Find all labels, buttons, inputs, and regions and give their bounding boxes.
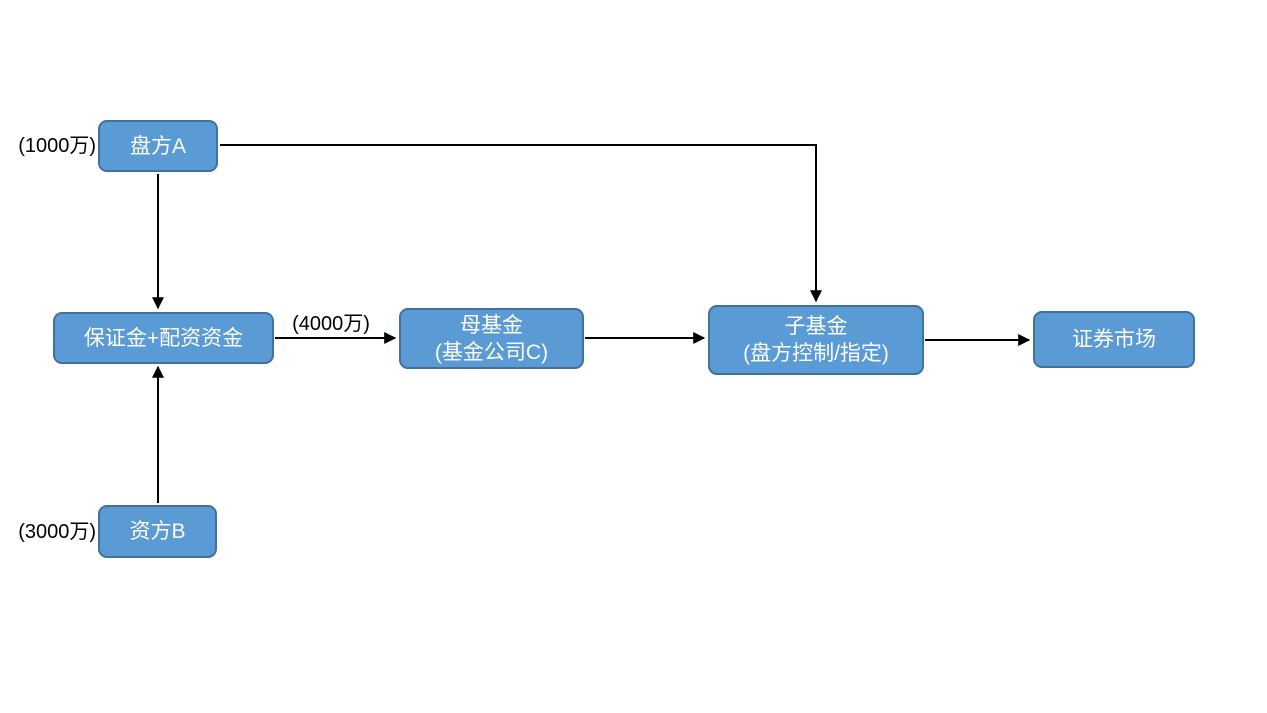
node-margin-funds: 保证金+配资资金 [53,312,274,364]
node-sub-fund-label-line1: 子基金 [784,315,848,338]
node-mother-fund: 母基金 (基金公司C) [399,308,584,369]
node-securities-market-label: 证券市场 [1072,328,1156,351]
edge-panfanga-to-subfund [220,144,822,303]
node-mother-fund-label-line1: 母基金 [460,313,523,337]
node-pan-fang-a: 盘方A [98,120,218,172]
amount-label-margin-to-mother: (4000万) [292,313,370,335]
node-margin-funds-label: 保证金+配资资金 [83,326,244,350]
node-zi-fang-b: 资方B [98,505,217,558]
node-sub-fund-label-line2: (盘方控制/指定) [743,342,889,365]
node-sub-fund: 子基金 (盘方控制/指定) [708,305,924,375]
node-zi-fang-b-label: 资方B [129,520,186,543]
node-mother-fund-label-line2: (基金公司C) [434,340,549,364]
node-pan-fang-a-label: 盘方A [129,134,186,158]
amount-label-pan-fang-a: (1000万) [18,135,96,157]
amount-label-zi-fang-b: (3000万) [18,521,96,543]
node-securities-market: 证券市场 [1033,311,1195,368]
